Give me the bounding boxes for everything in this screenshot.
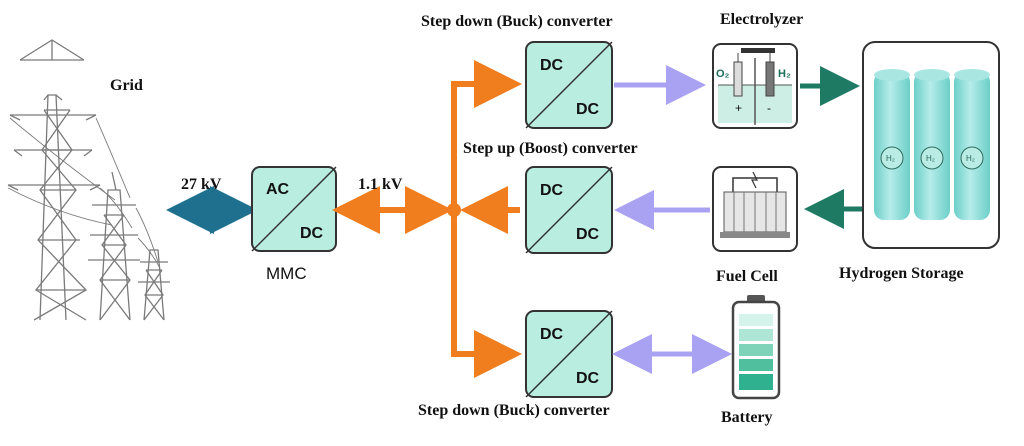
fuel-cell-icon xyxy=(712,166,798,252)
tank-1-label: H₂ xyxy=(886,154,895,163)
dc-bus xyxy=(451,60,522,378)
mmc-converter: AC DC xyxy=(251,166,337,252)
buck-top-input-label: DC xyxy=(540,57,564,74)
transmission-tower-icon xyxy=(7,39,170,321)
hydrogen-storage-label: Hydrogen Storage xyxy=(839,265,964,282)
buck-converter-bottom: DC DC xyxy=(525,310,613,398)
boost-label: Step up (Boost) converter xyxy=(463,140,638,157)
electrolyzer-h2-label: H₂ xyxy=(778,68,791,80)
buck-bottom-output-label: DC xyxy=(576,370,600,387)
buck-converter-top: DC DC xyxy=(525,41,613,129)
battery-icon xyxy=(731,295,781,400)
buck-top-label: Step down (Buck) converter xyxy=(421,13,613,30)
fuel-cell-label: Fuel Cell xyxy=(716,268,778,285)
hydrogen-tank-icon: H₂ H₂ H₂ xyxy=(862,41,1000,249)
tank-3-label: H₂ xyxy=(966,154,975,163)
boost-converter: DC DC xyxy=(525,166,613,254)
battery-label: Battery xyxy=(721,409,773,426)
electrolyzer-plus-label: + xyxy=(735,101,742,115)
boost-input-label: DC xyxy=(540,182,564,199)
mmc-output-label: DC xyxy=(300,225,324,242)
buck-bottom-input-label: DC xyxy=(540,326,564,343)
grid-voltage-label: 27 kV xyxy=(181,176,222,193)
boost-output-label: DC xyxy=(576,226,600,243)
electrolyzer-label: Electrolyzer xyxy=(720,11,803,28)
dc-bus-node xyxy=(447,203,461,217)
mmc-label: MMC xyxy=(266,264,307,283)
electrolyzer-o2-label: O₂ xyxy=(716,68,730,80)
buck-bottom-label: Step down (Buck) converter xyxy=(418,402,610,419)
electrolyzer-minus-label: - xyxy=(767,101,771,115)
electrolyzer-icon: O₂ H₂ + - xyxy=(712,43,798,129)
buck-top-output-label: DC xyxy=(576,101,600,118)
mmc-input-label: AC xyxy=(266,181,290,198)
dc-voltage-label: 1.1 kV xyxy=(358,176,403,193)
tank-2-label: H₂ xyxy=(926,154,935,163)
grid-label: Grid xyxy=(110,77,143,94)
